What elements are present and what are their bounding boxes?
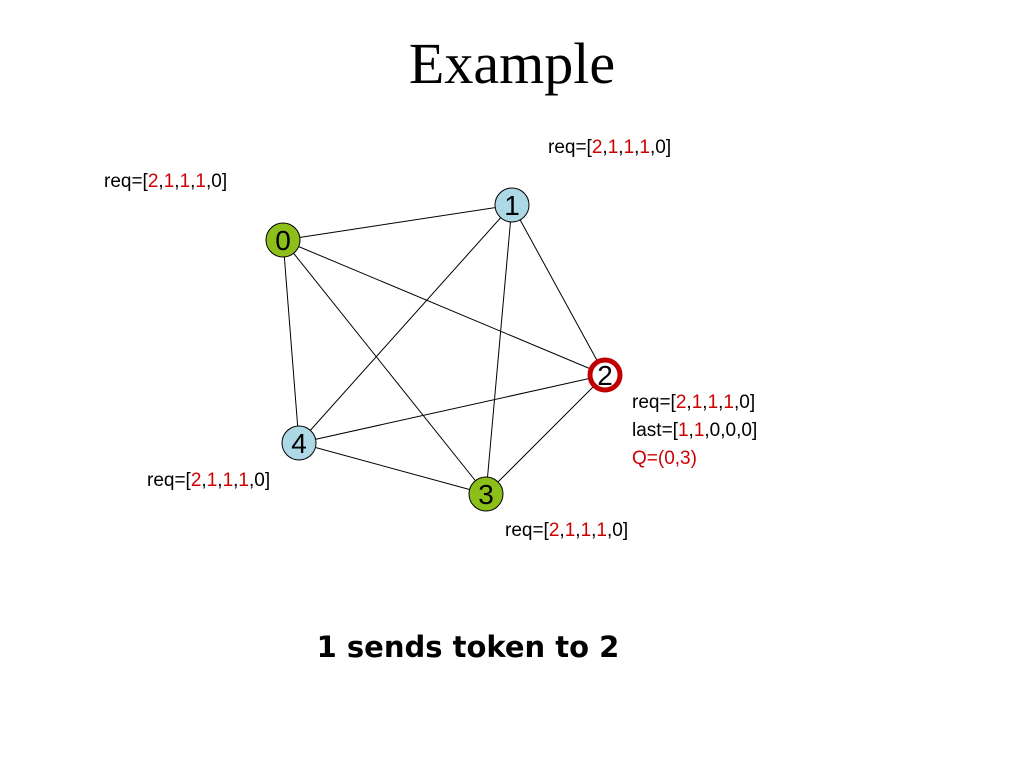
node-2-circle [587, 357, 623, 393]
queue-label-node-2: Q=(0,3) [632, 448, 697, 469]
edge-1-4 [298, 204, 513, 444]
edge-0-4 [282, 239, 300, 444]
node-0-label: 0 [275, 225, 291, 256]
req-label-node-4: req=[2,1,1,1,0] [147, 470, 271, 491]
node-3-label: 3 [478, 479, 494, 510]
node-4: 4 [281, 425, 317, 461]
edge-2-4 [298, 374, 606, 444]
edge-0-1 [282, 204, 513, 241]
caption: 1 sends token to 2 [316, 630, 620, 664]
node-3-circle [468, 476, 504, 512]
node-3: 3 [468, 476, 504, 512]
edge-1-3 [485, 204, 513, 495]
graph-edges [282, 204, 606, 495]
graph-nodes: 0 1 2 3 4 [265, 187, 623, 512]
last-label-node-2: last=[1,1,0,0,0] [632, 420, 758, 441]
req-label-node-2: req=[2,1,1,1,0] [632, 392, 756, 413]
node-2: 2 [587, 357, 623, 393]
edge-1-2 [511, 204, 606, 376]
node-0-circle [265, 222, 301, 258]
node-1: 1 [494, 187, 530, 223]
req-label-node-3: req=[2,1,1,1,0] [505, 520, 629, 541]
edge-2-3 [485, 374, 606, 495]
edge-0-2 [282, 239, 606, 376]
node-0: 0 [265, 222, 301, 258]
req-label-node-1: req=[2,1,1,1,0] [548, 137, 672, 158]
state-labels-node-2: req=[2,1,1,1,0] last=[1,1,0,0,0] Q=(0,3) [632, 389, 757, 473]
slide-title: Example [408, 31, 616, 96]
node-1-circle [494, 187, 530, 223]
node-2-label: 2 [597, 360, 613, 391]
node-4-circle [281, 425, 317, 461]
req-label-node-0: req=[2,1,1,1,0] [104, 171, 228, 192]
node-1-label: 1 [504, 190, 520, 221]
node-4-label: 4 [291, 428, 307, 459]
edge-0-3 [282, 239, 487, 495]
edge-3-4 [298, 442, 487, 495]
